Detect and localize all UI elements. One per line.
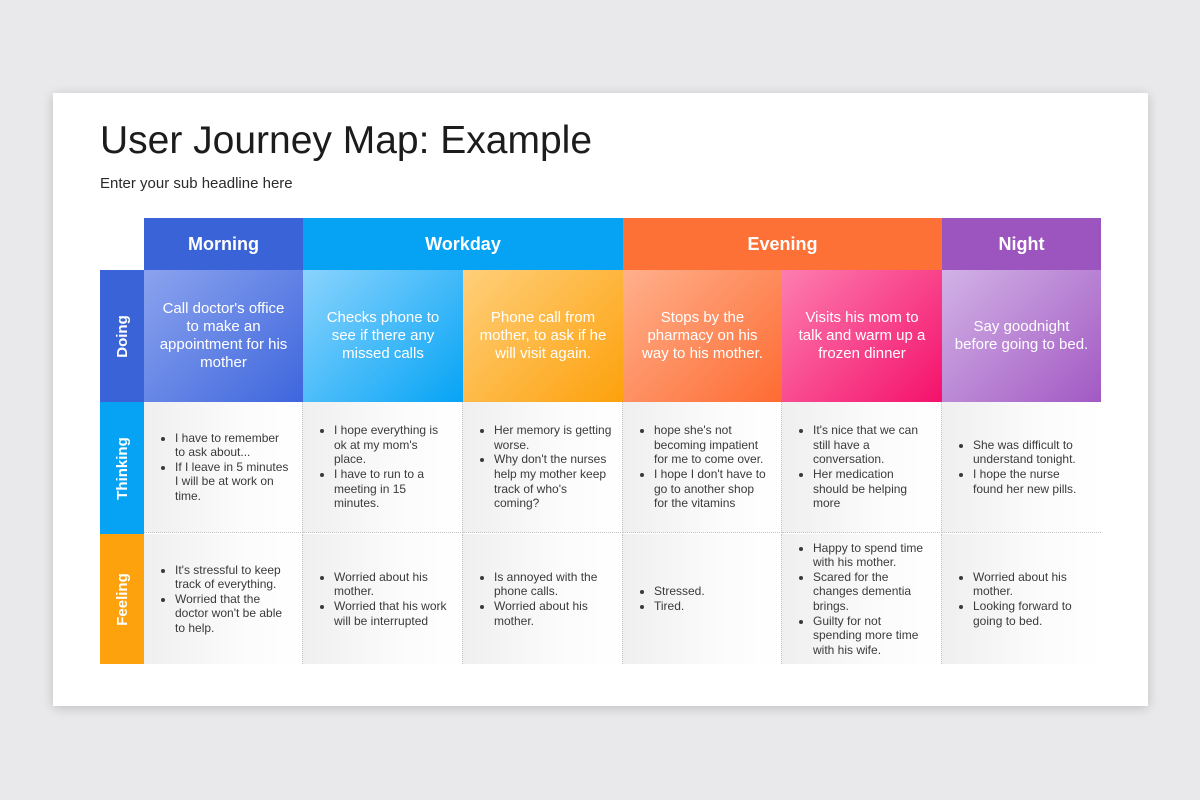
- bullet-item: Happy to spend time with his mother.: [813, 541, 931, 570]
- bullet-item: I hope I don't have to go to another sho…: [654, 467, 771, 511]
- row-label-text: Doing: [113, 314, 131, 358]
- doing-cell: Stops by the pharmacy on his way to his …: [623, 270, 782, 402]
- bullet-item: Looking forward to going to bed.: [973, 599, 1091, 628]
- bullet-item: Guilty for not spending more time with h…: [813, 614, 931, 658]
- feeling-cell: Stressed.Tired.: [623, 534, 782, 664]
- bullet-item: Worried about his mother.: [494, 599, 612, 628]
- bullet-item: Tired.: [654, 599, 705, 614]
- bullet-item: Why don't the nurses help my mother keep…: [494, 452, 612, 510]
- feeling-cell: Happy to spend time with his mother.Scar…: [782, 534, 942, 664]
- phase-label: Night: [998, 233, 1045, 254]
- bullet-item: Scared for the changes dementia brings.: [813, 570, 931, 614]
- feeling-cell: Worried about his mother.Looking forward…: [942, 534, 1101, 664]
- doing-cell: Say goodnight before going to bed.: [942, 270, 1101, 402]
- row-label-thinking: Thinking: [100, 402, 144, 534]
- bullet-item: I have to remember to ask about...: [175, 431, 292, 460]
- bullet-item: I hope everything is ok at my mom's plac…: [334, 423, 452, 467]
- phase-header-morning: Morning: [144, 218, 303, 270]
- page-subtitle: Enter your sub headline here: [100, 175, 293, 192]
- bullet-item: She was difficult to understand tonight.: [973, 438, 1091, 467]
- phase-label: Workday: [425, 233, 501, 254]
- thinking-cell: It's nice that we can still have a conve…: [782, 402, 942, 533]
- bullet-item: If I leave in 5 minutes I will be at wor…: [175, 460, 292, 504]
- phase-header-workday: Workday: [303, 218, 623, 270]
- doing-cell: Call doctor's office to make an appointm…: [144, 270, 303, 402]
- feeling-cell: Is annoyed with the phone calls.Worried …: [463, 534, 623, 664]
- bullet-item: Worried about his mother.: [973, 570, 1091, 599]
- doing-cell: Phone call from mother, to ask if he wil…: [463, 270, 623, 402]
- bullet-item: Her medication should be helping more: [813, 467, 931, 511]
- phase-header-evening: Evening: [623, 218, 942, 270]
- phase-header-night: Night: [942, 218, 1101, 270]
- bullet-item: Worried that his work will be interrupte…: [334, 599, 452, 628]
- bullet-item: Is annoyed with the phone calls.: [494, 570, 612, 599]
- feeling-cell: Worried about his mother.Worried that hi…: [303, 534, 463, 664]
- row-label-text: Feeling: [113, 572, 131, 626]
- doing-cell: Visits his mom to talk and warm up a fro…: [782, 270, 942, 402]
- doing-cell: Checks phone to see if there any missed …: [303, 270, 463, 402]
- thinking-cell: I have to remember to ask about...If I l…: [144, 402, 303, 533]
- slide: User Journey Map: Example Enter your sub…: [53, 93, 1148, 706]
- row-label-feeling: Feeling: [100, 534, 144, 664]
- thinking-cell: Her memory is getting worse.Why don't th…: [463, 402, 623, 533]
- bullet-item: Stressed.: [654, 584, 705, 599]
- phase-label: Evening: [747, 233, 818, 254]
- bullet-item: Worried about his mother.: [334, 570, 452, 599]
- bullet-item: Her memory is getting worse.: [494, 423, 612, 452]
- bullet-item: It's nice that we can still have a conve…: [813, 423, 931, 467]
- page-title: User Journey Map: Example: [100, 119, 593, 162]
- bullet-item: I hope the nurse found her new pills.: [973, 467, 1091, 496]
- thinking-cell: hope she's not becoming impatient for me…: [623, 402, 782, 533]
- bullet-item: I have to run to a meeting in 15 minutes…: [334, 467, 452, 511]
- row-label-doing: Doing: [100, 270, 144, 402]
- feeling-cell: It's stressful to keep track of everythi…: [144, 534, 303, 664]
- phase-label: Morning: [188, 233, 259, 254]
- bullet-item: It's stressful to keep track of everythi…: [175, 563, 292, 592]
- bullet-item: Worried that the doctor won't be able to…: [175, 592, 292, 636]
- thinking-cell: I hope everything is ok at my mom's plac…: [303, 402, 463, 533]
- bullet-item: hope she's not becoming impatient for me…: [654, 423, 771, 467]
- row-label-text: Thinking: [113, 436, 131, 500]
- thinking-cell: She was difficult to understand tonight.…: [942, 402, 1101, 533]
